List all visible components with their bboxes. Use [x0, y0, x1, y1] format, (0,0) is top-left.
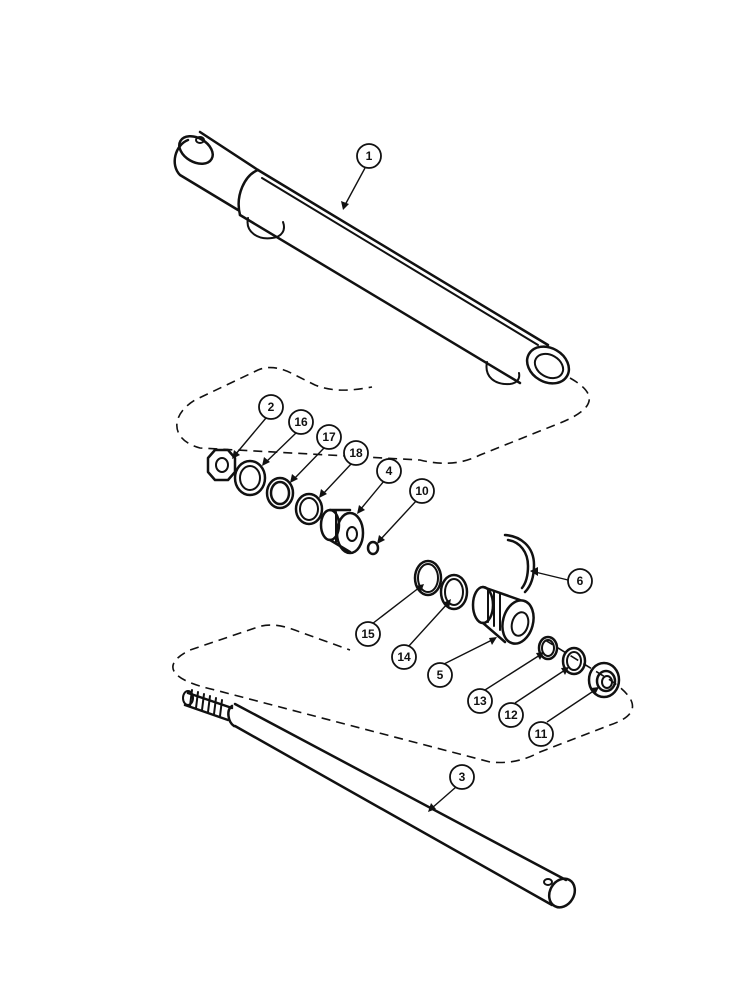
callout-6: 6 [567, 568, 593, 594]
callout-12: 12 [498, 702, 524, 728]
retaining-ring [503, 533, 536, 594]
ring-13 [537, 635, 559, 661]
svg-text:1: 1 [366, 149, 373, 163]
svg-text:15: 15 [361, 627, 375, 641]
svg-text:5: 5 [437, 668, 444, 682]
callout-14: 14 [391, 644, 417, 670]
leader-lines [232, 167, 599, 812]
callout-13: 13 [467, 688, 493, 714]
svg-text:12: 12 [504, 708, 518, 722]
ring-14 [439, 573, 469, 611]
callout-17: 17 [316, 424, 342, 450]
seal-17 [265, 476, 295, 510]
svg-text:16: 16 [294, 415, 308, 429]
cylinder-barrel [173, 130, 571, 386]
svg-text:10: 10 [415, 484, 429, 498]
o-ring-10 [366, 540, 380, 556]
svg-text:17: 17 [322, 430, 336, 444]
cylinder-gland [471, 585, 535, 645]
callout-4: 4 [376, 458, 402, 484]
callout-18: 18 [343, 440, 369, 466]
callout-10: 10 [409, 478, 435, 504]
svg-text:4: 4 [386, 464, 393, 478]
ring-16 [233, 459, 267, 497]
callout-11: 11 [528, 721, 554, 747]
upper-group-boundary [176, 366, 590, 465]
ring-12 [561, 646, 587, 676]
callout-2: 2 [258, 394, 284, 420]
piston [319, 508, 365, 555]
ring-18 [294, 492, 324, 526]
svg-text:11: 11 [535, 727, 548, 741]
wiper-seal [587, 661, 621, 699]
callout-16: 16 [288, 409, 314, 435]
svg-text:3: 3 [459, 770, 466, 784]
ring-15 [413, 559, 443, 597]
piston-nut [206, 448, 237, 482]
callout-1: 1 [356, 143, 382, 169]
svg-text:2: 2 [268, 400, 275, 414]
svg-text:14: 14 [397, 650, 411, 664]
lower-group-boundary [172, 624, 634, 764]
callout-15: 15 [355, 621, 381, 647]
piston-rod [182, 689, 577, 909]
svg-text:13: 13 [473, 694, 487, 708]
callout-3: 3 [449, 764, 475, 790]
svg-text:6: 6 [577, 574, 584, 588]
svg-text:18: 18 [349, 446, 363, 460]
callout-5: 5 [427, 662, 453, 688]
